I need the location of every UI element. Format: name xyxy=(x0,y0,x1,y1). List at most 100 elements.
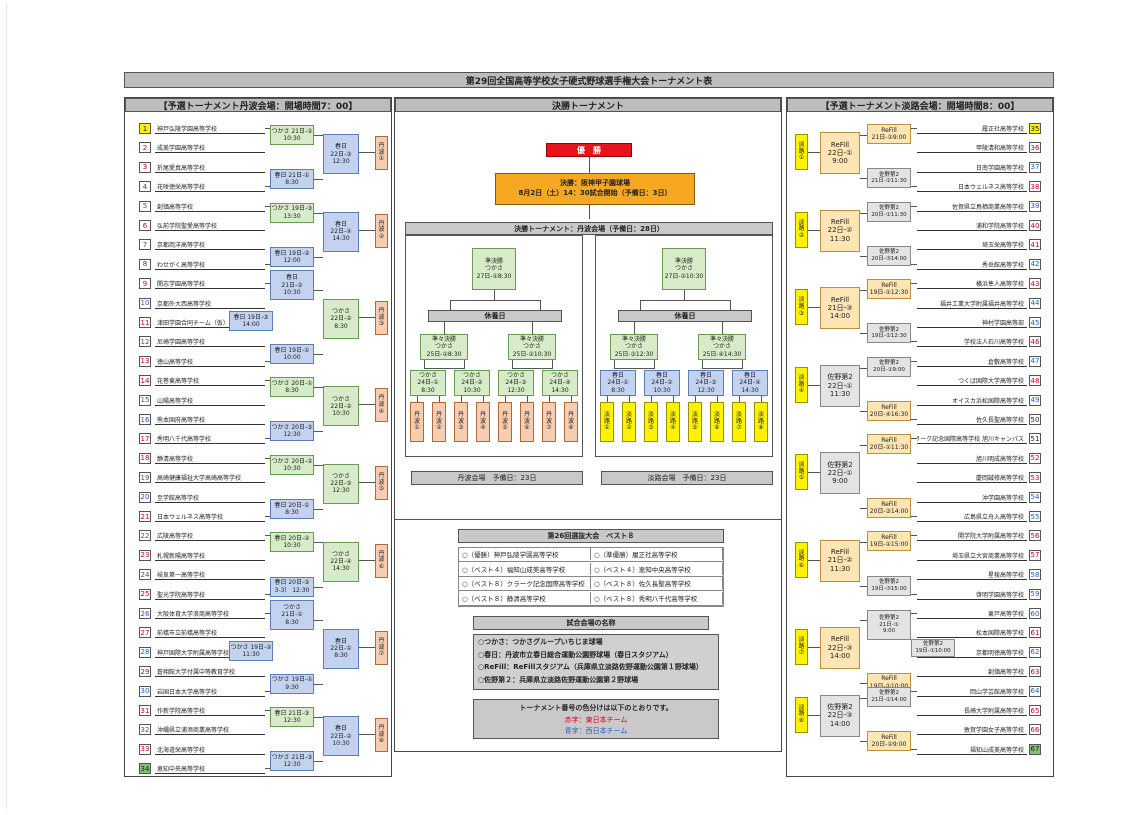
bracket-line xyxy=(450,300,451,310)
school-number: 66 xyxy=(1029,724,1041,736)
box-text: 22日-① xyxy=(827,468,853,477)
bracket-line xyxy=(629,396,630,402)
school-number: 54 xyxy=(1029,491,1041,503)
bracket-line xyxy=(911,593,917,595)
box-text: 丹 xyxy=(378,394,385,402)
school-name: 甲陵清和高等学校 xyxy=(917,141,1027,154)
bracket-line xyxy=(512,368,553,369)
box-text: 佐野第2 xyxy=(827,703,853,712)
bracket-line xyxy=(702,368,743,369)
box-text: ⑧ xyxy=(758,424,764,432)
box-text: 淡 xyxy=(757,411,764,419)
bracket-line xyxy=(417,396,418,402)
legend-title: トーナメント番号の色分けは以下のとおりです。 xyxy=(519,704,673,712)
box-text: 波 xyxy=(435,417,442,425)
school-name: 蒼翔館大学付属中等教育学校 xyxy=(155,665,265,678)
bracket-line xyxy=(265,380,270,382)
bracket-line xyxy=(464,360,465,368)
best8-cell: ○（ベスト４）福知山成美高等学校 xyxy=(459,562,591,575)
school-name: 山陽高等学校 xyxy=(155,394,265,406)
box-text: ReFill xyxy=(881,534,897,542)
bracket-line xyxy=(359,229,375,231)
school-number: 5 xyxy=(139,200,151,212)
box-text: つかさ xyxy=(331,473,350,481)
school-name: 長崎大学附属高等学校 xyxy=(917,704,1027,716)
box-text: 22日-② xyxy=(330,732,352,740)
box-text: つかさ xyxy=(282,604,301,612)
box-text: ReFill xyxy=(830,635,850,644)
box-text: 9:00 xyxy=(832,157,848,166)
box-text: つかさ xyxy=(712,343,731,351)
bracket-line xyxy=(808,307,820,309)
box-text: ⑥ xyxy=(524,424,530,432)
box-text: つかさ xyxy=(522,343,541,351)
school-name: 開志学園高等学校 xyxy=(155,277,265,290)
box-text: つかさ xyxy=(550,372,569,380)
box-text: 淡 xyxy=(691,411,698,419)
box-text: つかさ 20日-③ xyxy=(271,424,313,432)
school-number: 65 xyxy=(1029,705,1041,716)
bracket-line xyxy=(265,360,270,362)
box-text: 8:30 xyxy=(285,387,299,395)
bracket-line xyxy=(651,396,652,402)
box-text: 21日-② xyxy=(281,281,303,289)
box-text: 22日-② xyxy=(827,226,853,235)
school-name: 創価高等学校 xyxy=(155,200,265,212)
box-text: ReFill xyxy=(830,218,850,227)
bracket-line xyxy=(911,341,917,343)
school-number: 7 xyxy=(139,239,151,251)
champion-box: 優 勝 xyxy=(546,143,632,157)
bracket-line xyxy=(265,283,270,285)
bracket-line xyxy=(314,683,323,685)
bracket-line xyxy=(761,396,762,402)
school-number: 47 xyxy=(1029,355,1041,367)
box-text: つかさ 20日-② xyxy=(271,457,313,465)
box-text: ReFill xyxy=(881,126,897,134)
bracket-line xyxy=(702,360,703,368)
box-text: 12:30 xyxy=(697,386,715,394)
box-text: ReFill xyxy=(881,282,897,289)
box-text: 路 xyxy=(757,417,764,425)
box-text: 19日-②12:30 xyxy=(871,333,907,340)
venue-row: ○つかさ：つかさグループいちじま球場 xyxy=(478,638,603,646)
bracket-line xyxy=(505,396,506,402)
box-text: 10:30 xyxy=(332,409,350,417)
school-name: 敦賀学園女子高等学校 xyxy=(917,723,1027,736)
school-number: 8 xyxy=(139,258,151,270)
box-text: 波 xyxy=(378,226,385,234)
school-number: 29 xyxy=(139,666,151,678)
box-text: 路 xyxy=(669,417,676,425)
box-text: 春日 xyxy=(655,372,668,380)
box-text: 準々決勝 xyxy=(519,336,544,344)
school-name: 慶岡誠修高等学校 xyxy=(917,471,1027,484)
box-text: 10:30 xyxy=(283,288,301,296)
box-text: 路 xyxy=(798,555,805,563)
school-number: 10 xyxy=(139,297,151,309)
school-number: 17 xyxy=(139,433,151,445)
bracket-line xyxy=(911,516,917,517)
bracket-line xyxy=(695,396,696,402)
box-text: つかさ xyxy=(462,372,481,380)
bracket-line xyxy=(860,212,867,214)
box-text: 丹 xyxy=(479,411,486,419)
box-text: 25日-②10:30 xyxy=(512,350,552,358)
school-name: 成美学園高等学校 xyxy=(155,141,265,154)
box-text: 波 xyxy=(413,417,420,425)
